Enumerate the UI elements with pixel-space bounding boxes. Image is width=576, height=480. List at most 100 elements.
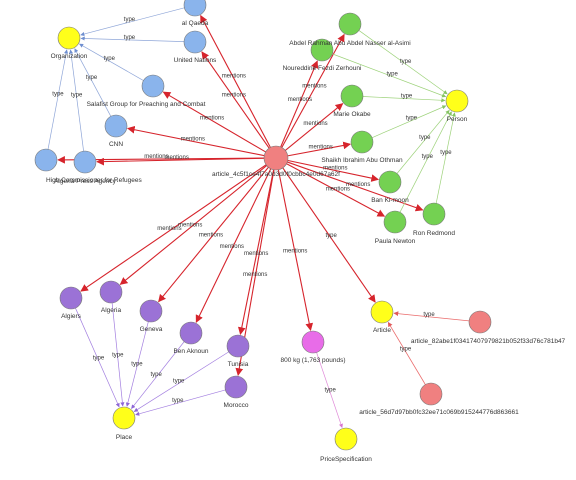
node-article2[interactable] [468,310,492,334]
edge-label-algeria-place_type: type [112,353,124,359]
edge-label-hub-ben_aknoun: mentions [220,244,244,250]
node-label-abdel: Abdel Rahman Abu Abdel Nasser al-Asimi [289,40,410,47]
edge-label-geneva-place_type: type [131,362,143,368]
edge-label-hub-weight: mentions [283,249,307,255]
node-label-ben_aknoun: Ben Aknoun [173,348,208,355]
edge-algiers-place_type [75,307,120,408]
edge-label-hub-morocco: mentions [243,272,267,278]
edge-label-weight-price_type: type [324,387,336,393]
edge-hub-noureddine [279,60,319,149]
edge-labels-layer: mentionsmentionsmentionsmentionsmentions… [52,17,452,404]
edge-label-abdel-person_type: type [400,59,412,65]
node-weight[interactable] [301,330,325,354]
node-label-geneva: Geneva [140,326,163,333]
node-abdel[interactable] [338,12,362,36]
edge-hub-paula [285,162,386,217]
edge-label-tunisia-place_type: type [173,378,185,384]
node-price_type[interactable] [334,427,358,451]
node-label-morocco: Morocco [224,402,249,409]
node-algiers[interactable] [59,286,83,310]
edge-label-hub-abdel: mentions [302,83,326,89]
edge-salafist-org_type [79,43,144,81]
edge-ben_aknoun-place_type [131,341,185,409]
edge-label-hub-un: mentions [222,93,246,99]
edge-label-hub-article_type: type [325,233,337,239]
edge-paula-person_type [399,111,452,213]
edge-article2-article_type [393,311,470,322]
edge-ban-person_type [396,109,450,174]
node-org_type[interactable] [57,26,81,50]
node-geneva[interactable] [139,299,163,323]
edge-label-salafist-org_type: type [104,56,116,62]
edge-al_qaeda-org_type [80,7,185,37]
edge-label-ban-person_type: type [419,135,431,141]
node-noureddine[interactable] [310,38,334,62]
edge-hub-ben_aknoun [195,167,272,323]
node-morocco[interactable] [224,375,248,399]
edges-layer [47,7,470,429]
node-article3[interactable] [419,382,443,406]
node-label-cnn: CNN [109,141,123,148]
edge-hub-salafist [162,91,267,153]
edge-hub-geneva [158,166,270,303]
edge-label-hub-al_qaeda: mentions [222,73,246,79]
node-label-ron: Ron Redmond [413,230,455,237]
edge-label-high_comm-org_type: type [52,92,64,98]
node-hub[interactable] [263,145,289,171]
node-paula[interactable] [383,210,407,234]
node-label-al_qaeda: al Qaeda [182,20,209,27]
node-un[interactable] [183,30,207,54]
edge-label-paula-person_type: type [422,154,434,160]
edge-label-cnn-org_type: type [86,75,98,81]
edge-label-hub-salafist: mentions [200,116,224,122]
node-labels-layer: article_4c5f1ce4f7a0d3d0f0cbbc4e0d67a62f… [46,20,566,463]
node-shaikh[interactable] [350,130,374,154]
edge-label-noureddine-person_type: type [387,72,399,78]
node-label-hub: article_4c5f1ce4f7a0d3d0f0cbbc4e0d67a62f [212,171,340,178]
node-label-price_type: PriceSpecification [320,456,372,463]
edge-label-marie-person_type: type [401,94,413,100]
edge-label-hub-ban: mentions [323,165,347,171]
edge-algeria_agency-org_type [68,49,84,152]
node-al_qaeda[interactable] [183,0,207,17]
edge-label-hub-shaikh: mentions [309,145,333,151]
node-label-article3: article_56d7d97bb0fc32ee71c069b915244776… [359,409,519,416]
edge-hub-ban [286,159,380,182]
node-label-org_type: Organization [51,53,88,60]
node-algeria[interactable] [99,280,123,304]
node-algeria_agency[interactable] [73,150,97,174]
edge-hub-un [201,51,271,150]
node-ron[interactable] [422,202,446,226]
node-ben_aknoun[interactable] [179,321,203,345]
edge-hub-article_type [281,166,376,303]
edge-label-hub-algiers: mentions [157,226,181,232]
node-salafist[interactable] [141,74,165,98]
edge-label-hub-tunisia: mentions [244,251,268,257]
node-cnn[interactable] [104,114,128,138]
node-label-article2: article_82abe1f03417407979821b052f33d76c… [411,338,566,345]
edge-label-ron-person_type: type [440,150,452,156]
edge-label-al_qaeda-org_type: type [124,17,136,23]
node-place_type[interactable] [112,406,136,430]
node-ban[interactable] [378,170,402,194]
node-label-high_comm: High Commissioner for Refugees [46,177,142,184]
edge-label-hub-ron: mentions [346,182,370,188]
node-article_type[interactable] [370,300,394,324]
node-person_type[interactable] [445,89,469,113]
node-label-ban: Ban Ki-moon [371,197,409,204]
edge-label-hub-marie: mentions [303,121,327,127]
edge-label-algeria_agency-org_type: type [71,93,83,99]
node-label-un: United Nations [174,57,217,64]
nodes-layer [34,0,492,451]
edge-high_comm-org_type [47,49,69,150]
edge-noureddine-person_type [332,53,447,98]
edge-un-org_type [80,36,185,43]
node-tunisia[interactable] [226,334,250,358]
node-label-salafist: Salafist Group for Preaching and Combat [87,101,206,108]
node-marie[interactable] [340,84,364,108]
node-high_comm[interactable] [34,148,58,172]
edge-hub-tunisia [237,168,275,335]
edge-hub-abdel [280,33,345,149]
node-label-marie: Marie Okabe [333,111,371,118]
